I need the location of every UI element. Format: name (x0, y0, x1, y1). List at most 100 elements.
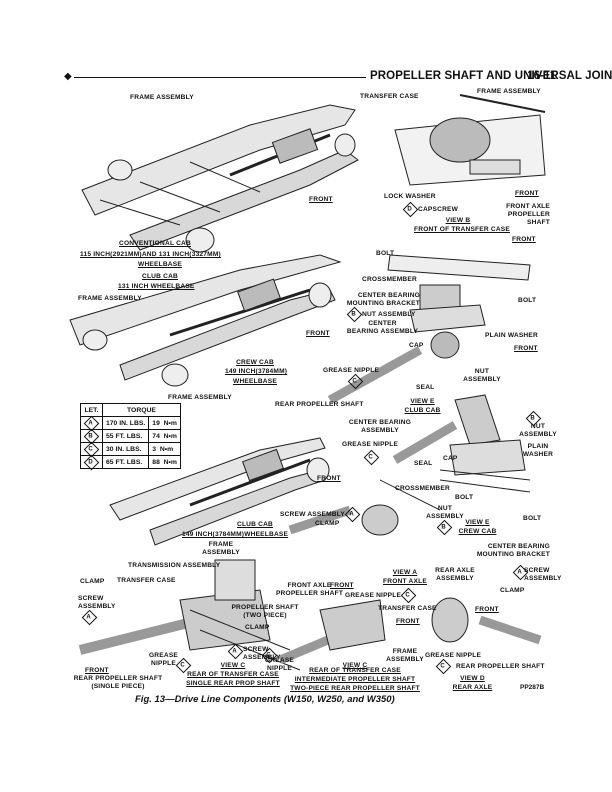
chassis-conventional-cab (81, 104, 359, 253)
table-row: B 55 FT. LBS. 74 N•m (80, 428, 181, 444)
label-club-wheelbase: 131 INCH WHEELBASE (118, 283, 195, 290)
figure-code: PP287B (520, 684, 545, 691)
callout-b-3: B (436, 519, 453, 536)
callout-a-c: A (81, 609, 98, 626)
label-rear-prop-shaft-single: REAR PROPELLER SHAFT(SINGLE PIECE) (73, 675, 163, 690)
label-crossmember-2: CROSSMEMBER (395, 485, 450, 492)
label-frame-assembly-mid: FRAME ASSEMBLY (78, 295, 142, 302)
header-diamond-icon: ◆ (64, 71, 72, 82)
label-conventional-wheelbase: 115 INCH(2921mm)AND 131 INCH(3327mm) (80, 251, 221, 258)
view-b-transfer-case (394, 94, 546, 186)
label-plain-washer-1: PLAIN WASHER (485, 332, 538, 339)
torque-imperial: 55 FT. LBS. (101, 429, 150, 443)
label-clamp-d: CLAMP (500, 587, 525, 594)
label-crew-wheelbase2: WHEELBASE (233, 378, 277, 385)
header-torque: TORQUE (102, 403, 181, 417)
label-front-d: FRONT (475, 606, 499, 613)
label-wheelbase-conv: WHEELBASE (138, 261, 182, 268)
label-view-a-sub: FRONT AXLE (383, 578, 427, 585)
torque-imperial: 30 IN. LBS. (101, 442, 150, 456)
view-e-crew-cab-assembly (379, 394, 531, 511)
label-grease-nipple-2: GREASE NIPPLE (342, 441, 399, 448)
label-cap-1: CAP (409, 342, 424, 349)
label-frame-assembly-top: FRAME ASSEMBLY (130, 94, 194, 101)
label-seal-2: SEAL (414, 460, 433, 467)
chassis-club-cab-lower (109, 437, 330, 546)
label-view-c2-sub-1: REAR OF TRANSFER CASE (309, 667, 401, 674)
label-cap-2: CAP (443, 455, 458, 462)
label-view-a: VIEW A (392, 569, 418, 576)
label-prop-shaft-two-piece: PROPELLER SHAFT(TWO PIECE) (231, 604, 299, 619)
label-grease-nipple-d: GREASE NIPPLE (425, 652, 482, 659)
label-view-e-crew-sub: CREW CAB (458, 528, 497, 535)
label-bolt-4: BOLT (523, 515, 542, 522)
label-view-c2: VIEW C (342, 662, 368, 669)
table-row: C 30 IN. LBS. 3 N•m (80, 441, 181, 457)
label-clamp-a: CLAMP (315, 520, 340, 527)
label-front-low: FRONT (317, 475, 341, 482)
label-transmission-assembly: TRANSMISSION ASSEMBLY (128, 562, 221, 569)
view-c-transfer-case (78, 559, 301, 671)
page-number: 16-11 (527, 70, 556, 82)
label-club-low-wheelbase: 149 INCH(3784mm)WHEELBASE (182, 531, 289, 538)
torque-imperial: 65 FT. LBS. (101, 455, 150, 469)
torque-metric: 19 N•m (148, 416, 181, 430)
section-title: PROPELLER SHAFT AND UNIVERSAL JOINTS (370, 70, 612, 82)
label-transfer-case-c2: TRANSFER CASE (378, 605, 437, 612)
label-bolt-2: BOLT (518, 297, 537, 304)
torque-table-header: LET. TORQUE (80, 403, 181, 417)
torque-metric: 3 N•m (148, 442, 181, 456)
label-view-e-club-sub: CLUB CAB (404, 407, 441, 414)
label-club-cab-low: CLUB CAB (236, 521, 274, 528)
torque-table: LET. TORQUE A 170 IN. LBS. 19 N•m B 55 F… (80, 403, 181, 470)
label-club-cab: CLUB CAB (141, 273, 179, 280)
callout-c-2: C (363, 449, 380, 466)
table-row: A 170 IN. LBS. 19 N•m (80, 415, 181, 431)
label-front-e: FRONT (514, 345, 538, 352)
label-rear-prop-shaft-d: REAR PROPELLER SHAFT (456, 663, 545, 670)
torque-metric: 74 N•m (148, 429, 181, 443)
label-front-c1: FRONT (85, 667, 109, 674)
label-rear-prop-shaft-1: REAR PROPELLER SHAFT (275, 401, 364, 408)
label-grease-nipple-1: GREASE NIPPLE (323, 367, 380, 374)
label-view-c2-sub-3: TWO-PIECE REAR PROPELLER SHAFT (290, 685, 420, 692)
label-view-c1-sub-2: SINGLE REAR PROP SHAFT (186, 680, 280, 687)
label-front-b: FRONT (515, 190, 539, 197)
label-view-c1: VIEW C (220, 662, 246, 669)
label-transfer-case-b: TRANSFER CASE (360, 93, 419, 100)
label-frame-assembly-b: FRAME ASSEMBLY (477, 88, 541, 95)
label-front-c2: FRONT (396, 618, 420, 625)
label-front-top: FRONT (309, 196, 333, 203)
label-lock-washer: LOCK WASHER (384, 193, 436, 200)
header-let: LET. (80, 403, 103, 417)
label-front-mid: FRONT (306, 330, 330, 337)
label-frame-assembly-low: FRAME ASSEMBLY (168, 394, 232, 401)
view-c-two-piece (278, 599, 386, 665)
callout-c-d: C (435, 658, 452, 675)
torque-metric: 88 N•m (148, 455, 181, 469)
label-view-e-club: VIEW E (410, 398, 435, 405)
label-bolt-1: BOLT (376, 250, 395, 257)
label-transfer-case-c: TRANSFER CASE (117, 577, 176, 584)
view-a-front-axle (288, 504, 399, 536)
view-e-club-cab-assembly (327, 254, 531, 404)
